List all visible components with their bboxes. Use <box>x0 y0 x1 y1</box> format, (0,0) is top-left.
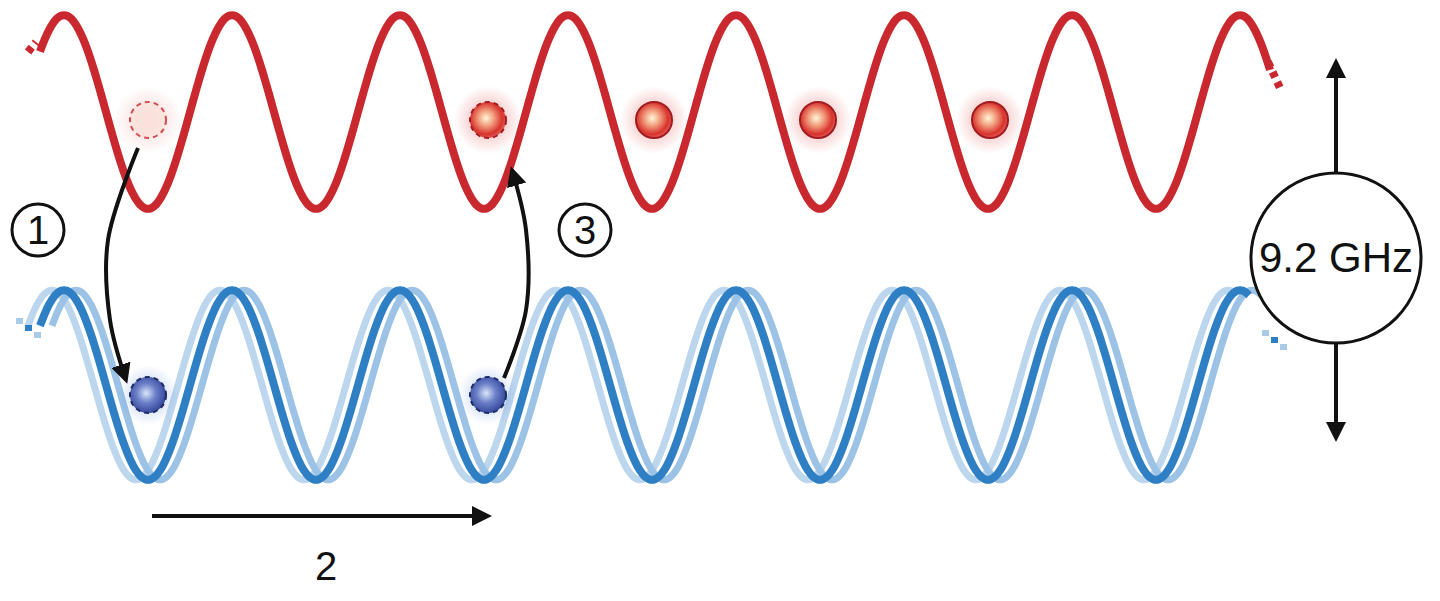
atom-glow <box>118 365 178 425</box>
wave-continuation <box>16 318 23 324</box>
wave-continuation <box>1262 330 1269 336</box>
upper-state-atom <box>130 102 166 138</box>
wave-continuation <box>28 42 36 52</box>
atom-glow <box>956 86 1024 154</box>
atom-glow <box>620 86 688 154</box>
callout-ring <box>12 204 64 256</box>
transfer-arrow <box>504 170 529 378</box>
upper-lattice-wave <box>40 15 1270 209</box>
wave-continuation <box>1268 62 1280 88</box>
wave-continuation <box>1280 344 1287 350</box>
lower-state-atom <box>470 377 506 413</box>
upper-state-atom <box>972 102 1008 138</box>
lower-state-atom <box>130 377 166 413</box>
upper-state-atom <box>470 102 506 138</box>
callout-number: 2 <box>315 546 337 586</box>
callout-number: 3 <box>574 210 596 250</box>
wave-continuation <box>1271 337 1278 343</box>
callout-ring <box>559 204 611 256</box>
shift-arrow <box>152 514 488 518</box>
upper-state-atom <box>636 102 672 138</box>
callout-ring <box>1251 173 1421 343</box>
lower-lattice-wave <box>52 290 1261 480</box>
atom-glow <box>784 86 852 154</box>
callout-number: 1 <box>27 210 49 250</box>
transfer-arrow <box>106 148 138 380</box>
atom-glow <box>458 365 518 425</box>
frequency-label: 9.2 GHz <box>1257 233 1415 283</box>
wave-continuation <box>25 325 32 331</box>
wave-continuation <box>34 332 41 338</box>
atom-glow <box>114 86 182 154</box>
upper-state-atom <box>800 102 836 138</box>
atom-glow <box>454 86 522 154</box>
lower-lattice-wave <box>40 290 1249 480</box>
